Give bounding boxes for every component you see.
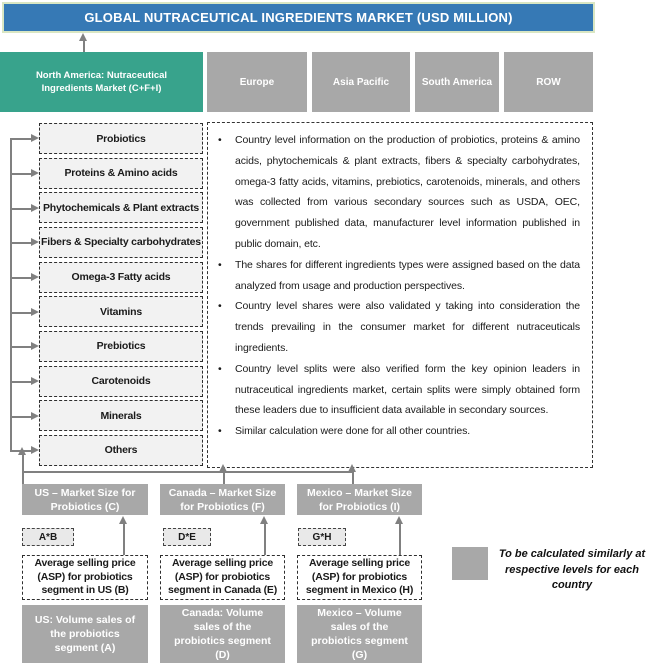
legend-swatch	[452, 547, 488, 580]
connector-line	[123, 523, 125, 555]
region-box-south-america: South America	[415, 52, 499, 112]
note-text: Country level splits were also verified …	[235, 362, 580, 417]
arrow-right-icon	[31, 238, 39, 246]
mexico-volume-sales-box: Mexico – Volume sales of the probiotics …	[297, 605, 422, 663]
note-text: Country level information on the product…	[235, 134, 580, 250]
connector-line	[10, 312, 31, 314]
ingredient-box: Minerals	[39, 400, 203, 432]
ingredient-box: Probiotics	[39, 123, 203, 154]
connector-line	[399, 523, 401, 555]
note-text: Similar calculation were done for all ot…	[235, 425, 471, 438]
note-item: • Country level shares were also validat…	[218, 296, 580, 358]
ingredient-box: Vitamins	[39, 296, 203, 328]
connector-line	[10, 242, 31, 244]
bullet-icon: •	[218, 258, 222, 271]
connector-line	[10, 381, 31, 383]
arrow-up-icon	[395, 516, 403, 524]
arrow-right-icon	[31, 377, 39, 385]
connector-line	[10, 346, 31, 348]
arrow-up-icon	[348, 464, 356, 472]
arrow-up-icon	[219, 464, 227, 472]
canada-asp-box: Average selling price (ASP) for probioti…	[160, 555, 285, 600]
note-item: • The shares for different ingredients t…	[218, 255, 580, 297]
region-box-asia-pacific: Asia Pacific	[312, 52, 410, 112]
us-market-size-box: US – Market Size for Probiotics (C)	[22, 484, 148, 515]
connector-line	[10, 416, 31, 418]
note-item: • Country level information on the produ…	[218, 130, 580, 255]
connector-line	[83, 38, 85, 52]
ingredient-box: Prebiotics	[39, 330, 203, 362]
connector-line	[22, 455, 24, 484]
connector-line	[352, 472, 354, 484]
ingredient-box: Carotenoids	[39, 365, 203, 397]
connector-line	[10, 138, 12, 451]
connector-line	[10, 277, 31, 279]
arrow-right-icon	[31, 342, 39, 350]
us-formula-box: A*B	[22, 528, 74, 546]
bullet-icon: •	[218, 300, 222, 313]
connector-line	[10, 138, 31, 140]
methodology-notes-panel: • Country level information on the produ…	[207, 122, 593, 468]
us-volume-sales-box: US: Volume sales of the probiotics segme…	[22, 605, 148, 663]
ingredient-box: Proteins & Amino acids	[39, 157, 203, 189]
bullet-icon: •	[218, 134, 222, 146]
ingredient-box: Fibers & Specialty carbohydrates	[39, 226, 203, 258]
mexico-asp-box: Average selling price (ASP) for probioti…	[297, 555, 422, 600]
arrow-up-icon	[119, 516, 127, 524]
note-text: Country level shares were also validated…	[235, 300, 580, 354]
note-item: • Country level splits were also verifie…	[218, 359, 580, 421]
arrow-up-icon	[260, 516, 268, 524]
connector-line	[264, 523, 266, 555]
ingredient-box: Phytochemicals & Plant extracts	[39, 192, 203, 224]
arrow-right-icon	[31, 308, 39, 316]
ingredient-box: Others	[39, 434, 203, 466]
connector-line	[22, 471, 353, 473]
canada-formula-box: D*E	[163, 528, 211, 546]
us-asp-box: Average selling price (ASP) for probioti…	[22, 555, 148, 600]
connector-line	[10, 208, 31, 210]
ingredient-box: Omega-3 Fatty acids	[39, 261, 203, 293]
mexico-market-size-box: Mexico – Market Size for Probiotics (I)	[297, 484, 422, 515]
canada-volume-sales-box: Canada: Volume sales of the probiotics s…	[160, 605, 285, 663]
mexico-formula-box: G*H	[298, 528, 346, 546]
arrow-right-icon	[31, 169, 39, 177]
arrow-right-icon	[31, 204, 39, 212]
global-market-title: GLOBAL NUTRACEUTICAL INGREDIENTS MARKET …	[2, 2, 595, 33]
bullet-icon: •	[218, 425, 222, 438]
note-text: The shares for different ingredients typ…	[235, 258, 580, 292]
bullet-icon: •	[218, 362, 222, 375]
arrow-up-icon	[18, 447, 26, 455]
arrow-up-icon	[79, 33, 87, 41]
region-box-north-america: North America: Nutraceutical Ingredients…	[0, 52, 203, 112]
region-box-europe: Europe	[207, 52, 307, 112]
arrow-right-icon	[31, 134, 39, 142]
ingredient-list: Probiotics Proteins & Amino acids Phytoc…	[39, 123, 203, 466]
arrow-right-icon	[31, 273, 39, 281]
arrow-right-icon	[31, 412, 39, 420]
arrow-right-icon	[31, 446, 39, 454]
region-box-row: ROW	[504, 52, 593, 112]
legend-note: To be calculated similarly at respective…	[498, 548, 646, 591]
canada-market-size-box: Canada – Market Size for Probiotics (F)	[160, 484, 285, 515]
connector-line	[223, 472, 225, 484]
connector-line	[10, 173, 31, 175]
note-item: • Similar calculation were done for all …	[218, 421, 580, 442]
